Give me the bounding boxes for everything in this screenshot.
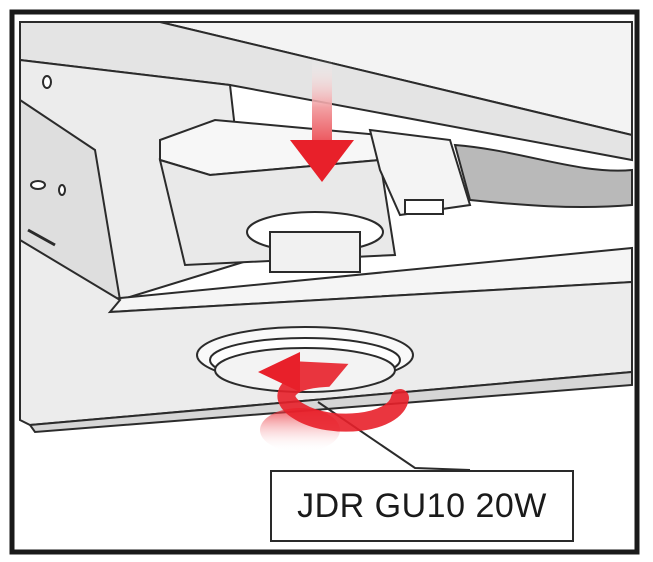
slot [27,228,56,247]
screw-hole [58,184,66,196]
down-arrow-icon [290,58,354,182]
connector-latch [404,199,444,215]
power-cable [453,143,633,209]
socket-cylinder [269,231,361,273]
lamp-model-label: JDR GU10 20W [270,470,574,542]
lamp-model-text: JDR GU10 20W [297,486,547,525]
base-plate-underside [28,370,633,434]
screw-hole [42,75,52,89]
rotate-counterclockwise-arrow-icon [258,352,409,432]
screw-hole [30,180,46,190]
